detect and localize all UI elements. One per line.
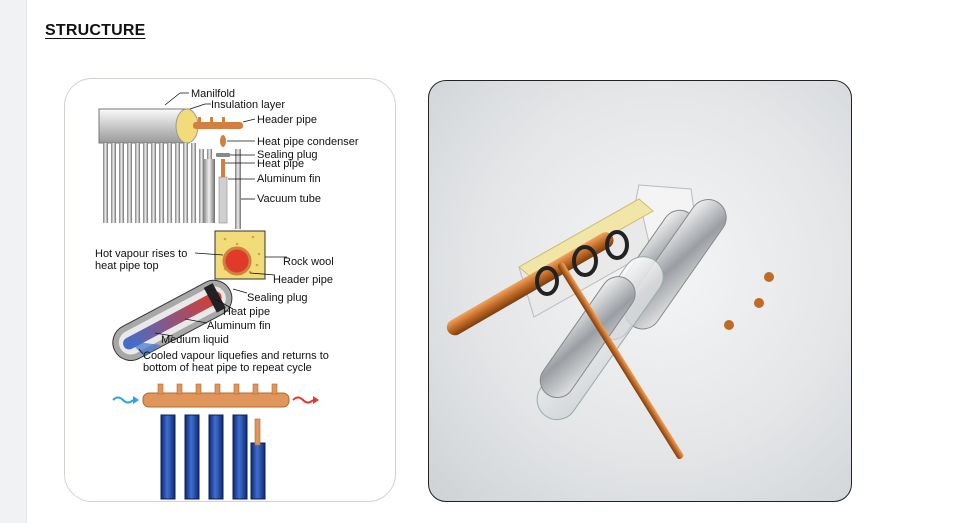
label-hot-vapour-2: heat pipe top — [95, 260, 159, 272]
label-cooled-vapour-1: Cooled vapour liquefies and returns to — [143, 350, 329, 362]
label-header-pipe-2: Header pipe — [273, 274, 333, 286]
label-hot-vapour-1: Hot vapour rises to — [95, 248, 187, 260]
structure-diagram: Manilfold Insulation layer Header pipe H… — [95, 88, 359, 500]
label-aluminum-fin: Aluminum fin — [257, 173, 321, 185]
label-aluminum-fin-2: Aluminum fin — [207, 320, 271, 332]
label-sealing-plug-2: Sealing plug — [247, 292, 308, 304]
label-rock-wool: Rock wool — [283, 256, 334, 268]
render-header-pipe — [446, 232, 614, 336]
render-heat-pipe — [557, 262, 684, 460]
page-title: STRUCTURE — [45, 22, 146, 39]
left-sidebar-rail — [0, 0, 27, 523]
condenser-bulb — [220, 135, 226, 147]
label-heat-pipe-2: Heat pipe — [223, 306, 270, 318]
label-heat-pipe-condenser: Heat pipe condenser — [257, 136, 359, 148]
label-manifold: Manilfold — [191, 88, 235, 100]
product-render-image — [428, 80, 852, 502]
hot-flow-arrow — [292, 396, 314, 404]
label-vacuum-tube: Vacuum tube — [257, 193, 321, 205]
manifold-box — [98, 108, 190, 144]
flow-schematic — [112, 383, 319, 500]
label-sealing-plug: Sealing plug — [257, 149, 318, 161]
blue-tubes — [160, 414, 266, 500]
cold-flow-arrow — [112, 396, 134, 404]
header-pipe — [193, 122, 243, 129]
vacuum-tubes-row — [103, 143, 212, 223]
label-cooled-vapour-2: bottom of heat pipe to repeat cycle — [143, 362, 312, 374]
flow-header-pipe — [142, 392, 290, 408]
label-heat-pipe: Heat pipe — [257, 158, 304, 170]
insulation-block — [518, 198, 654, 280]
heat-pipe-manifold-render — [446, 184, 774, 460]
collector-front-view: Manilfold Insulation layer Header pipe H… — [98, 88, 359, 229]
structure-diagram-card: Manilfold Insulation layer Header pipe H… — [64, 78, 396, 502]
label-insulation-layer: Insulation layer — [211, 99, 285, 111]
render-vacuum-tubes — [536, 199, 727, 421]
tube-cross-section: Hot vapour rises to heat pipe top Rock w… — [95, 230, 334, 374]
label-medium-liquid: Medium liquid — [161, 334, 229, 346]
label-header-pipe: Header pipe — [257, 114, 317, 126]
